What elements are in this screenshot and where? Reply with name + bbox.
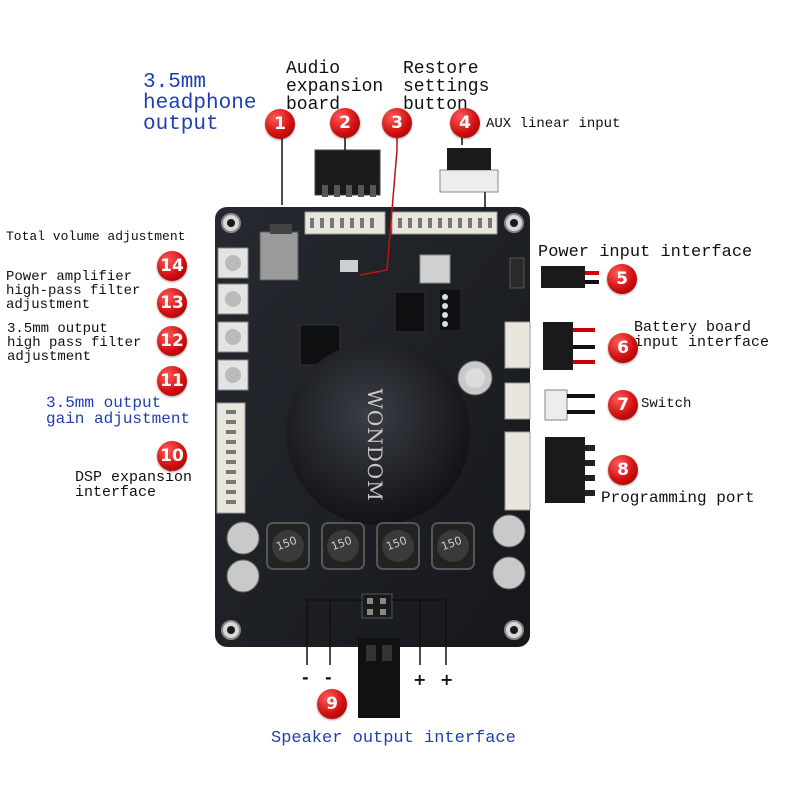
polarity-minus: - (325, 668, 332, 687)
battery-plug (543, 322, 573, 370)
aux-plug (439, 169, 499, 193)
label-amp-hpf-adjustment: Power amplifier high-pass filter adjustm… (6, 269, 141, 313)
badge-1: 1 (265, 109, 295, 139)
badge-7: 7 (608, 390, 638, 420)
board-battery-connector (504, 321, 531, 369)
label-dsp-expansion-interface: DSP expansion interface (75, 469, 193, 501)
brand-logo-text: WONDOM (363, 388, 387, 502)
badge-13: 13 (157, 288, 187, 318)
label-battery-board-input: Battery board input interface (634, 319, 770, 351)
badge-14: 14 (157, 251, 187, 281)
power-plug (541, 266, 585, 288)
label-restore-settings-button: Restore settings button (403, 59, 490, 115)
label-aux-linear-input: AUX linear input (486, 116, 621, 132)
label-gain-adjustment: 3.5mm output gain adjustment (46, 394, 191, 428)
label-headphone-output: 3.5mm headphone output (143, 71, 257, 136)
badge-2: 2 (330, 108, 360, 138)
badge-6: 6 (608, 333, 638, 363)
programming-plug (545, 437, 585, 503)
top-header-connector (304, 211, 386, 235)
label-total-volume-adjustment: Total volume adjustment (6, 229, 186, 244)
polarity-plus: + (440, 670, 454, 689)
label-speaker-output-interface: Speaker output interface (271, 729, 516, 748)
badge-5: 5 (607, 264, 637, 294)
label-programming-port: Programming port (601, 489, 755, 507)
mounting-holes (221, 213, 524, 640)
speaker-plug (358, 638, 400, 718)
top-header-connector-2 (391, 211, 498, 235)
label-output-hpf-adjustment: 3.5mm output high pass filter adjustment (7, 321, 142, 365)
label-power-input-interface: Power input interface (538, 243, 753, 262)
polarity-plus: + (413, 670, 427, 689)
board-switch-connector (504, 382, 531, 420)
dsp-header (216, 402, 246, 514)
badge-12: 12 (157, 326, 187, 356)
headphone-jack (259, 231, 299, 281)
badge-10: 10 (157, 441, 187, 471)
badge-8: 8 (608, 455, 638, 485)
badge-4: 4 (450, 108, 480, 138)
badge-11: 11 (157, 366, 187, 396)
badge-9: 9 (317, 689, 347, 719)
badge-3: 3 (382, 108, 412, 138)
switch-plug (544, 389, 568, 421)
speaker-disc (286, 341, 470, 525)
label-switch: Switch (641, 396, 692, 412)
polarity-minus: - (302, 668, 309, 687)
label-audio-expansion-board: Audio expansion board (286, 59, 384, 115)
board-programming-connector (504, 431, 531, 511)
